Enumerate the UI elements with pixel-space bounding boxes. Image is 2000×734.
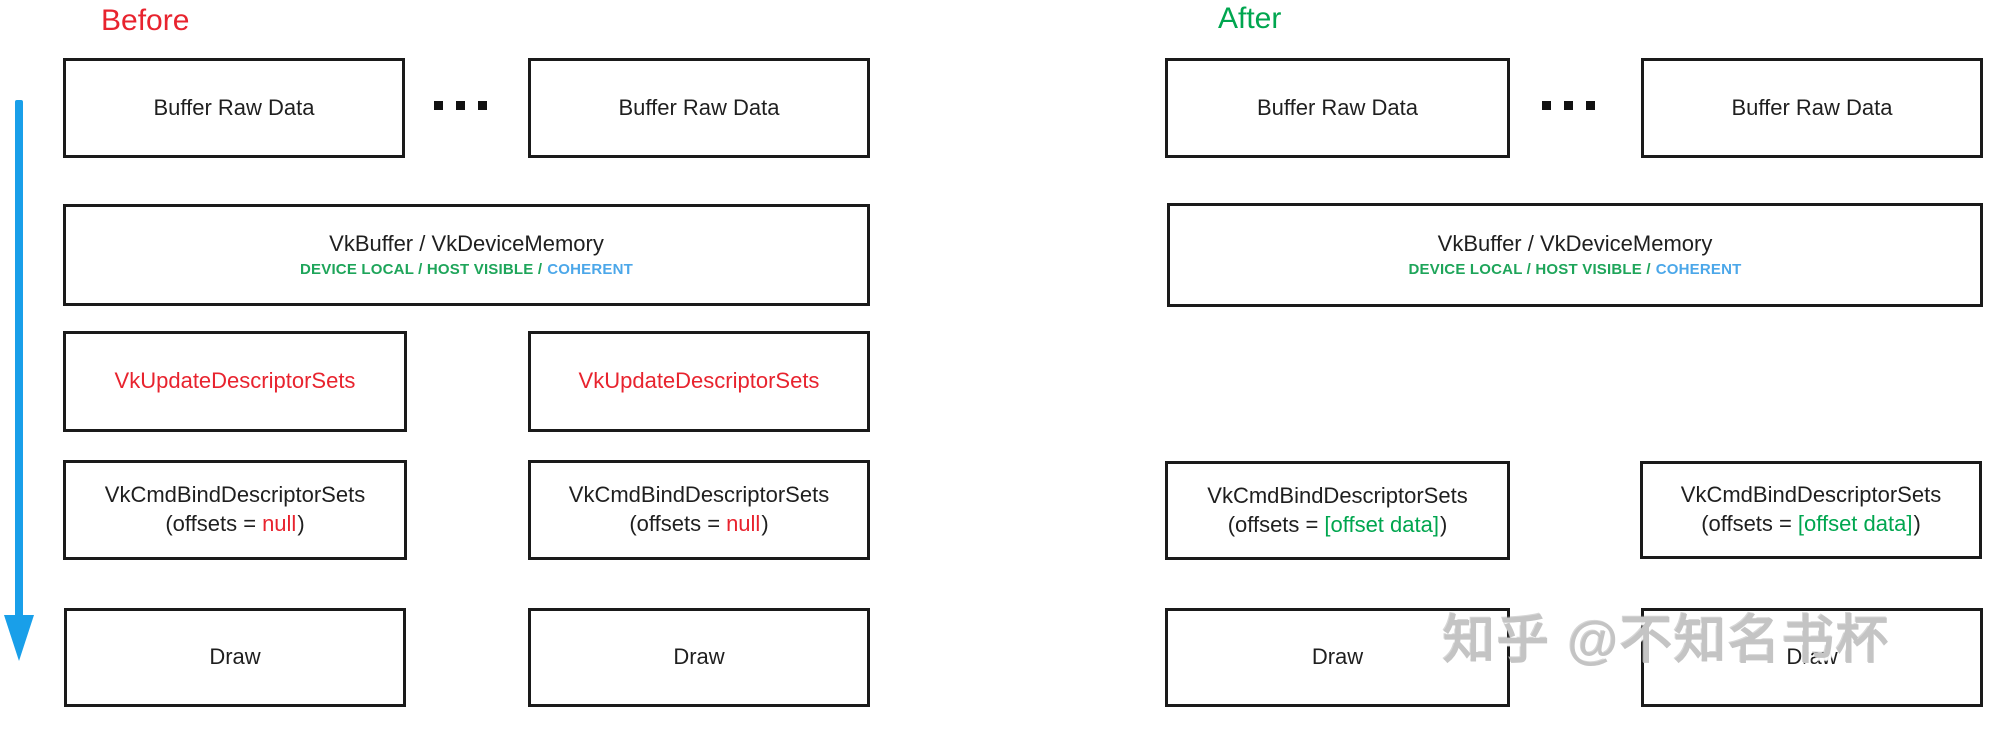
buffer-raw-data-label: Buffer Raw Data [1731,94,1893,120]
after-title: After [1218,2,1282,35]
ellipsis-dot [478,101,487,110]
offsets-suffix: ) [297,511,305,536]
bind-offsets-line: (offsets =null) [165,510,304,539]
before-update-descriptor-sets-box-1: VkUpdateDescriptorSets [63,331,407,432]
before-buffer-raw-data-box-2: Buffer Raw Data [528,58,870,158]
after-bind-descriptor-sets-box-2: VkCmdBindDescriptorSets (offsets =[offse… [1640,461,1982,559]
offsets-value: null [726,511,761,536]
offsets-prefix: (offsets = [165,511,257,536]
bind-descriptor-sets-title: VkCmdBindDescriptorSets [1680,482,1942,508]
update-descriptor-sets-label: VkUpdateDescriptorSets [578,368,820,394]
offsets-prefix: (offsets = [629,511,721,536]
ellipsis-icon [434,101,487,110]
vkbuffer-title: VkBuffer / VkDeviceMemory [1437,231,1713,257]
after-draw-box-1: Draw [1165,608,1510,707]
bind-offsets-line: (offsets =[offset data]) [1701,510,1921,539]
offsets-value: [offset data] [1797,511,1913,536]
before-bind-descriptor-sets-box-1: VkCmdBindDescriptorSets (offsets =null) [63,460,407,560]
draw-label: Draw [1311,644,1364,670]
ellipsis-dot [1564,101,1573,110]
ellipsis-dot [1542,101,1551,110]
update-descriptor-sets-label: VkUpdateDescriptorSets [114,368,356,394]
draw-label: Draw [209,644,261,670]
before-buffer-raw-data-box-1: Buffer Raw Data [63,58,405,158]
draw-label: Draw [1786,644,1838,670]
after-draw-box-2: Draw [1641,608,1983,707]
before-title: Before [101,4,190,37]
buffer-raw-data-label: Buffer Raw Data [153,94,315,120]
offsets-suffix: ) [1913,511,1921,536]
memory-flags-blue: COHERENT [547,261,633,279]
ellipsis-dot [456,101,465,110]
memory-flags-blue: COHERENT [1655,261,1742,279]
offsets-prefix: (offsets = [1227,511,1319,537]
arrow-head [4,615,34,661]
ellipsis-dot [434,101,443,110]
arrow-shaft [15,100,23,617]
offsets-value: [offset data] [1324,511,1439,537]
buffer-raw-data-label: Buffer Raw Data [618,94,780,120]
after-bind-descriptor-sets-box-1: VkCmdBindDescriptorSets (offsets =[offse… [1165,461,1510,560]
memory-flags-line: DEVICE LOCAL / HOST VISIBLE /COHERENT [300,260,633,280]
bind-offsets-line: (offsets =null) [629,510,768,539]
memory-flags-line: DEVICE LOCAL / HOST VISIBLE /COHERENT [1409,260,1742,280]
memory-flags-green: DEVICE LOCAL / HOST VISIBLE / [300,261,543,279]
ellipsis-dot [1586,101,1595,110]
before-update-descriptor-sets-box-2: VkUpdateDescriptorSets [528,331,870,432]
before-draw-box-1: Draw [64,608,406,707]
bind-descriptor-sets-title: VkCmdBindDescriptorSets [1207,482,1468,508]
after-vkbuffer-devicememory-box: VkBuffer / VkDeviceMemory DEVICE LOCAL /… [1167,203,1983,307]
bind-descriptor-sets-title: VkCmdBindDescriptorSets [568,482,830,508]
before-vkbuffer-devicememory-box: VkBuffer / VkDeviceMemory DEVICE LOCAL /… [63,204,870,306]
offsets-suffix: ) [761,511,769,536]
vkbuffer-title: VkBuffer / VkDeviceMemory [329,231,604,257]
before-draw-box-2: Draw [528,608,870,707]
offsets-prefix: (offsets = [1701,511,1792,536]
bind-descriptor-sets-title: VkCmdBindDescriptorSets [104,482,366,508]
offsets-value: null [262,511,297,536]
ellipsis-icon [1542,101,1595,110]
after-buffer-raw-data-box-2: Buffer Raw Data [1641,58,1983,158]
offsets-suffix: ) [1439,511,1448,537]
flow-down-arrow-icon [4,100,35,661]
after-buffer-raw-data-box-1: Buffer Raw Data [1165,58,1510,158]
draw-label: Draw [673,644,725,670]
memory-flags-green: DEVICE LOCAL / HOST VISIBLE / [1408,261,1651,279]
bind-offsets-line: (offsets =[offset data]) [1228,511,1448,540]
zhihu-watermark: 知乎 @不知名书杯 [1443,612,1891,670]
buffer-raw-data-label: Buffer Raw Data [1256,94,1418,120]
before-bind-descriptor-sets-box-2: VkCmdBindDescriptorSets (offsets =null) [528,460,870,560]
